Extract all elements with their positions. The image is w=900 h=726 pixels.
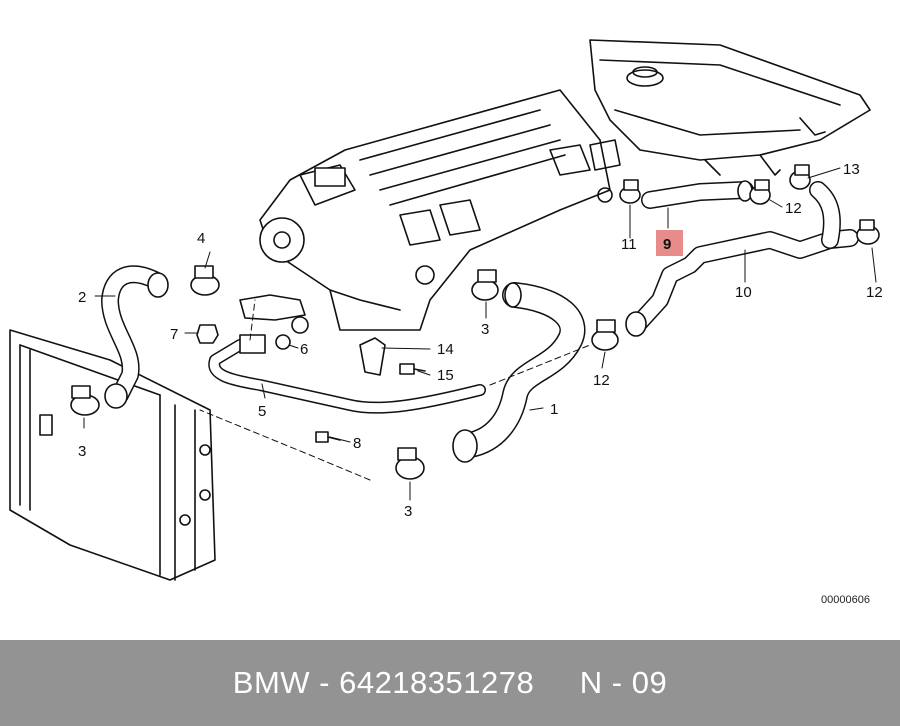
label-2: 2 (78, 289, 86, 306)
hose-10 (625, 181, 859, 337)
label-1: 1 (550, 401, 558, 418)
part-caption: BMW - 64218351278 N - 09 (232, 665, 668, 700)
label-14: 14 (437, 341, 454, 358)
thermostat-housing (239, 294, 306, 321)
label-8: 8 (353, 435, 361, 452)
label-6: 6 (300, 341, 308, 358)
cooling-hose-diagram-svg: 1 2 3 3 3 4 5 6 7 8 9 10 11 12 12 12 13 … (9, 39, 883, 581)
hose-1 (452, 282, 586, 463)
label-7: 7 (170, 326, 178, 343)
hose-2 (101, 265, 169, 409)
label-3a: 3 (78, 443, 86, 460)
part-9-highlight (656, 230, 683, 256)
label-15: 15 (437, 367, 454, 384)
expansion-tank (589, 39, 871, 176)
label-3c: 3 (404, 503, 412, 520)
leader-lines (83, 167, 877, 501)
footer-bar: BMW - 64218351278 N - 09 (0, 640, 900, 726)
radiator (9, 329, 216, 581)
label-13: 13 (843, 161, 860, 178)
label-12a: 12 (593, 372, 610, 389)
diagram-reference-code: 00000606 (821, 594, 870, 606)
hose-9 (641, 180, 754, 209)
label-11: 11 (621, 236, 637, 253)
label-10: 10 (735, 284, 752, 301)
part-labels: 1 2 3 3 3 4 5 6 7 8 9 10 11 12 12 12 13 … (78, 161, 883, 520)
parts-diagram: 1 2 3 3 3 4 5 6 7 8 9 10 11 12 12 12 13 … (9, 39, 883, 606)
label-12c: 12 (866, 284, 883, 301)
hose-5 (208, 334, 486, 414)
label-3b: 3 (481, 321, 489, 338)
hose-clamps (70, 164, 880, 480)
label-4: 4 (197, 230, 205, 247)
engine-block (259, 89, 621, 334)
label-5: 5 (258, 403, 266, 420)
small-parts (196, 324, 426, 443)
label-12b: 12 (785, 200, 802, 217)
label-9: 9 (663, 236, 671, 253)
